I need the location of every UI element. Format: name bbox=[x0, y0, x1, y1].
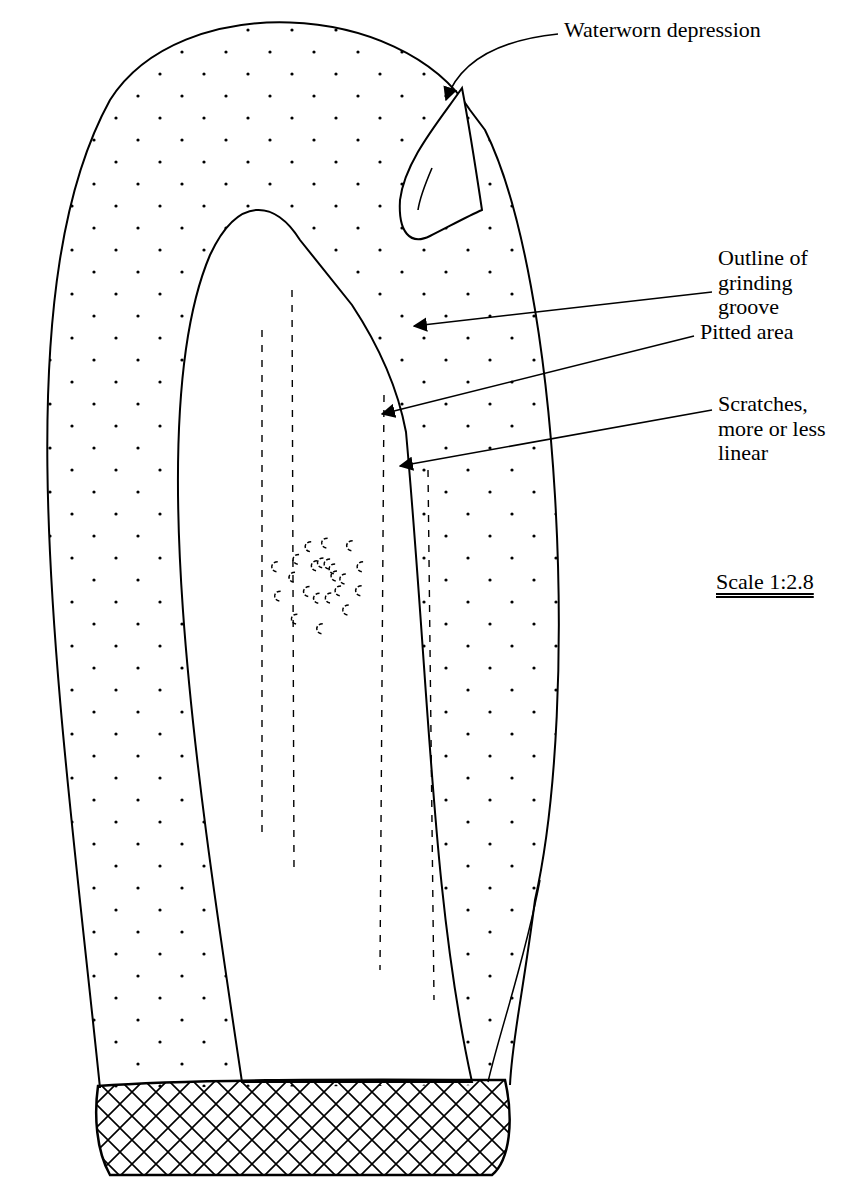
leader-lines bbox=[382, 34, 712, 466]
edge-line bbox=[488, 880, 540, 1082]
broken-base-hatch bbox=[96, 1080, 509, 1175]
callout-label: Outline of grinding groove bbox=[718, 246, 830, 320]
stone-outline bbox=[47, 22, 559, 1088]
callout-label: Waterworn depression bbox=[564, 18, 761, 43]
callout-label: Scratches, more or less linear bbox=[718, 392, 830, 466]
grinding-groove bbox=[178, 210, 472, 1082]
depression-stroke bbox=[418, 168, 432, 210]
scale-label: Scale 1:2.8 bbox=[716, 570, 814, 595]
callout-label: Pitted area bbox=[700, 320, 793, 345]
pitted-area bbox=[272, 538, 363, 634]
waterworn-depression bbox=[400, 88, 482, 239]
scratches bbox=[262, 290, 434, 1000]
